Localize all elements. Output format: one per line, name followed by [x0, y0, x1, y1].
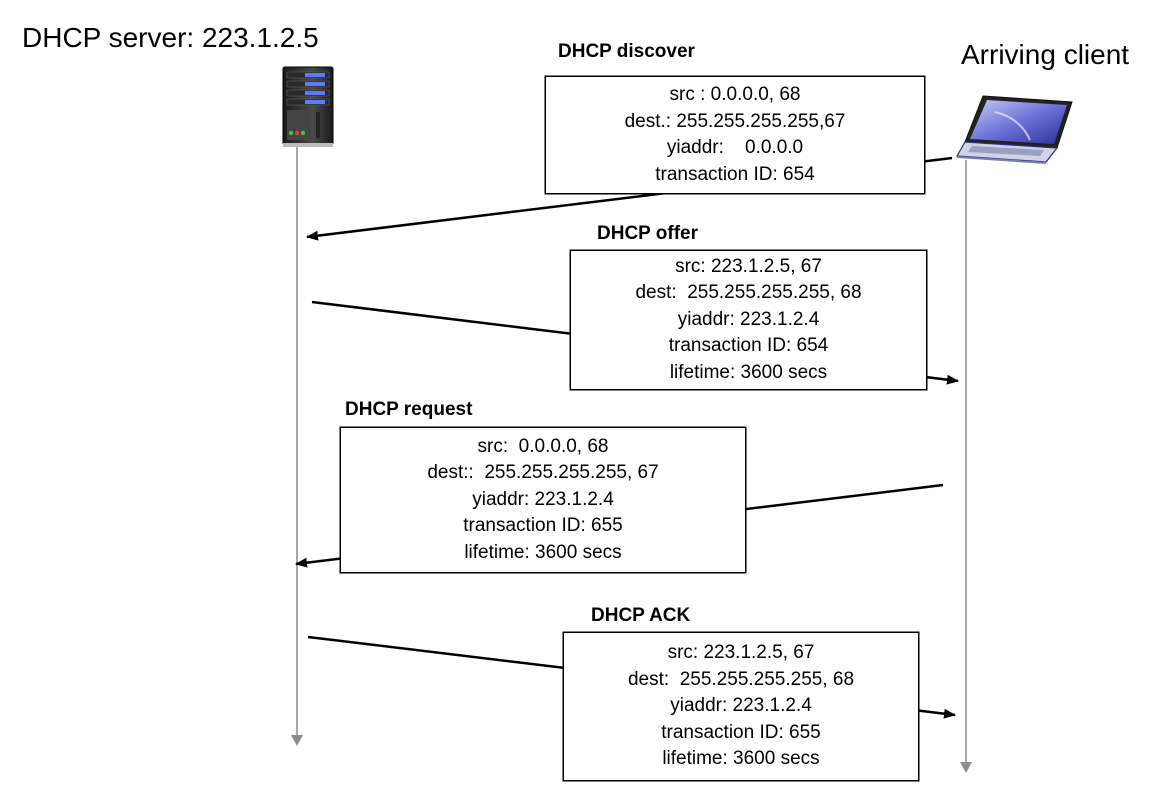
laptop-icon — [956, 95, 1073, 164]
server-timeline-arrowhead — [291, 735, 303, 746]
discover-src: src : 0.0.0.0, 68 — [669, 84, 801, 105]
request-src: src: 0.0.0.0, 68 — [477, 435, 609, 457]
discover-title: DHCP discover — [558, 41, 695, 62]
request-title: DHCP request — [345, 399, 473, 420]
client-timeline-arrowhead — [960, 762, 972, 773]
offer-src: src: 223.1.2.5, 67 — [675, 255, 822, 277]
server-icon — [282, 66, 334, 147]
offer-dest: dest: 255.255.255.255, 68 — [635, 282, 862, 304]
ack-dest: dest: 255.255.255.255, 68 — [627, 668, 855, 690]
request-lifetime: lifetime: 3600 secs — [464, 541, 622, 563]
discover-message-box: src : 0.0.0.0, 68 dest.: 255.255.255.255… — [545, 76, 925, 194]
discover-dest: dest.: 255.255.255.255,67 — [624, 110, 846, 132]
discover-yiaddr: yiaddr: 0.0.0.0 — [666, 137, 804, 158]
request-yiaddr: yiaddr: 223.1.2.4 — [472, 488, 614, 510]
request-dest: dest:: 255.255.255.255, 67 — [427, 462, 659, 484]
offer-transaction-id: transaction ID: 654 — [668, 335, 829, 357]
ack-src: src: 223.1.2.5, 67 — [667, 642, 815, 664]
offer-yiaddr: yiaddr: 223.1.2.4 — [677, 308, 820, 330]
request-message-box: src: 0.0.0.0, 68 dest:: 255.255.255.255,… — [340, 427, 746, 573]
server-label: DHCP server: 223.1.2.5 — [22, 22, 319, 53]
offer-title: DHCP offer — [597, 223, 698, 244]
ack-yiaddr: yiaddr: 223.1.2.4 — [670, 695, 812, 717]
discover-transaction-id: transaction ID: 654 — [655, 163, 815, 185]
ack-transaction-id: transaction ID: 655 — [661, 721, 821, 743]
ack-lifetime: lifetime: 3600 secs — [662, 748, 820, 770]
client-label: Arriving client — [961, 39, 1130, 70]
ack-title: DHCP ACK — [591, 605, 691, 626]
request-transaction-id: transaction ID: 655 — [463, 515, 623, 537]
offer-message-box: src: 223.1.2.5, 67 dest: 255.255.255.255… — [570, 250, 927, 390]
offer-lifetime: lifetime: 3600 secs — [669, 361, 828, 383]
ack-message-box: src: 223.1.2.5, 67 dest: 255.255.255.255… — [563, 632, 919, 781]
